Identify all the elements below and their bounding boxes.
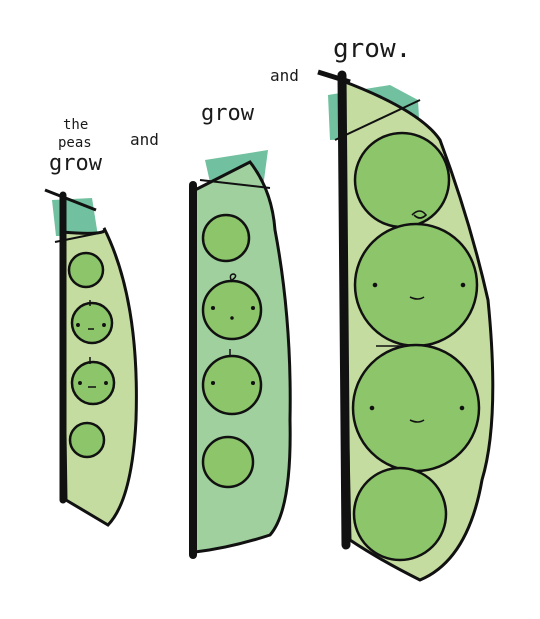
and-label-1: and: [130, 130, 159, 149]
pea: [201, 213, 251, 263]
pea: [201, 354, 263, 416]
pea: [201, 435, 255, 489]
and-label-2: and: [270, 66, 299, 85]
small-pod-faces: [76, 300, 108, 388]
pea: [70, 301, 114, 345]
small-pod-caption-line1: the: [63, 117, 89, 133]
large-pod-caption: grow.: [333, 34, 412, 64]
small-pod-peas: [67, 251, 116, 459]
pea: [353, 131, 451, 229]
middle-pod: [189, 150, 292, 559]
small-pod-stem: [52, 198, 98, 236]
small-pod-caption-line2: peas: [58, 135, 92, 151]
middle-pod-caption: grow: [201, 101, 254, 126]
large-pod: [317, 69, 495, 582]
pea: [67, 251, 105, 289]
pea: [352, 466, 448, 562]
large-pod-peas: [351, 131, 481, 562]
pea: [68, 421, 106, 459]
pea: [70, 360, 116, 406]
middle-pod-faces: [210, 273, 256, 386]
middle-pod-peas: [201, 213, 263, 489]
small-pod-caption-line3: grow: [49, 151, 102, 176]
pea: [201, 279, 263, 341]
large-pod-faces: [369, 210, 466, 423]
small-pod: [44, 188, 138, 527]
